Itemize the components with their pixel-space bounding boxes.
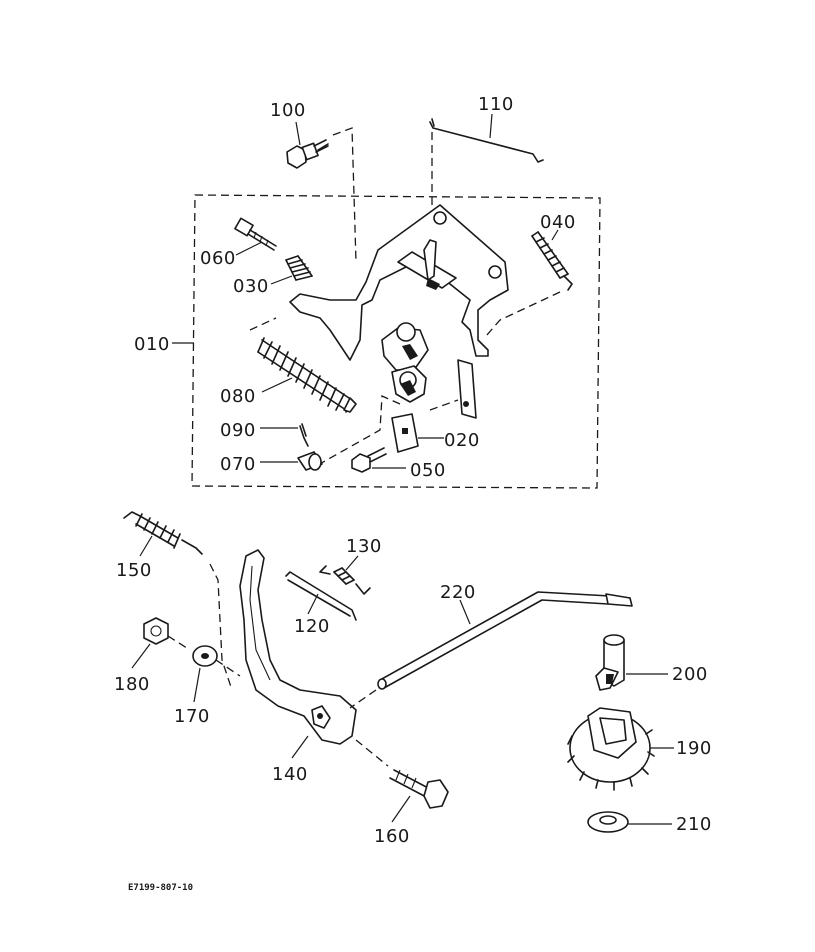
part-030-spring <box>270 255 313 285</box>
assembly-010-boundary <box>172 194 601 489</box>
label-130: 130 <box>346 536 382 557</box>
part-180-nut <box>131 617 191 669</box>
part-080-spring <box>249 317 357 413</box>
part-090-pin <box>260 423 309 447</box>
label-150: 150 <box>116 560 152 581</box>
part-110-rod <box>429 113 544 210</box>
label-120: 120 <box>294 616 330 637</box>
label-040: 040 <box>540 212 576 233</box>
label-030: 030 <box>233 276 269 297</box>
part-150-spring <box>123 511 233 691</box>
label-050: 050 <box>410 460 446 481</box>
label-180: 180 <box>114 674 150 695</box>
part-040-spring <box>485 229 573 337</box>
part-160-bolt <box>355 739 449 823</box>
label-090: 090 <box>220 420 256 441</box>
lever-assembly <box>315 322 429 467</box>
drawing-id: E7199-807-10 <box>128 883 193 893</box>
part-020-plate <box>391 359 477 453</box>
part-050-bolt <box>351 447 406 473</box>
label-190: 190 <box>676 738 712 759</box>
label-160: 160 <box>374 826 410 847</box>
label-060: 060 <box>200 248 236 269</box>
part-labels: 100 110 040 060 030 010 080 090 020 070 … <box>114 94 712 847</box>
part-220-shaft <box>349 591 633 709</box>
part-140-lever <box>239 549 357 759</box>
part-170-washer <box>192 645 241 703</box>
part-210-washer <box>587 811 672 833</box>
label-020: 020 <box>444 430 480 451</box>
part-130-spring <box>319 555 371 595</box>
part-060-bolt <box>234 217 277 256</box>
label-070: 070 <box>220 454 256 475</box>
label-010: 010 <box>134 334 170 355</box>
part-190-gear <box>567 707 674 791</box>
label-220: 220 <box>440 582 476 603</box>
label-200: 200 <box>672 664 708 685</box>
part-070-collar <box>260 451 323 471</box>
part-120-rod <box>285 571 357 621</box>
label-100: 100 <box>270 100 306 121</box>
governor-bracket <box>289 204 509 361</box>
part-200-shaft <box>595 634 668 691</box>
label-170: 170 <box>174 706 210 727</box>
label-210: 210 <box>676 814 712 835</box>
label-080: 080 <box>220 386 256 407</box>
part-100-bolt <box>286 121 357 263</box>
label-110: 110 <box>478 94 514 115</box>
label-140: 140 <box>272 764 308 785</box>
